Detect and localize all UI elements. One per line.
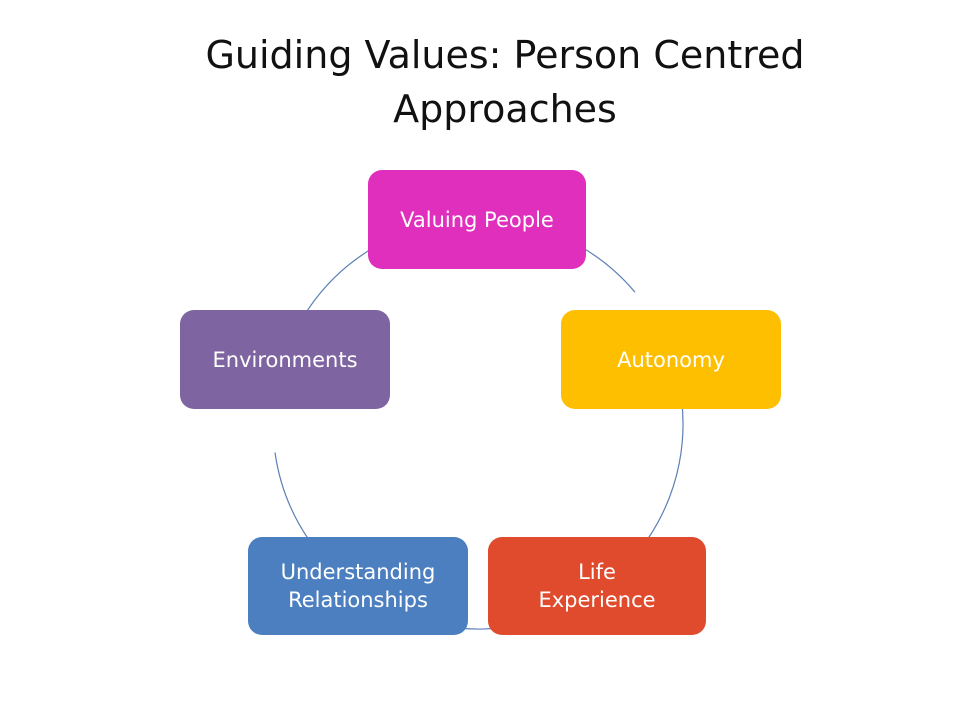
node-label: Valuing People — [400, 207, 554, 232]
slide-title: Guiding Values: Person Centred Approache… — [205, 33, 805, 131]
node-environments: Environments — [180, 310, 390, 409]
node-label: Environments — [212, 347, 358, 372]
node-autonomy: Autonomy — [561, 310, 781, 409]
node-label: Autonomy — [617, 347, 725, 372]
node-valuing-people: Valuing People — [368, 170, 586, 269]
